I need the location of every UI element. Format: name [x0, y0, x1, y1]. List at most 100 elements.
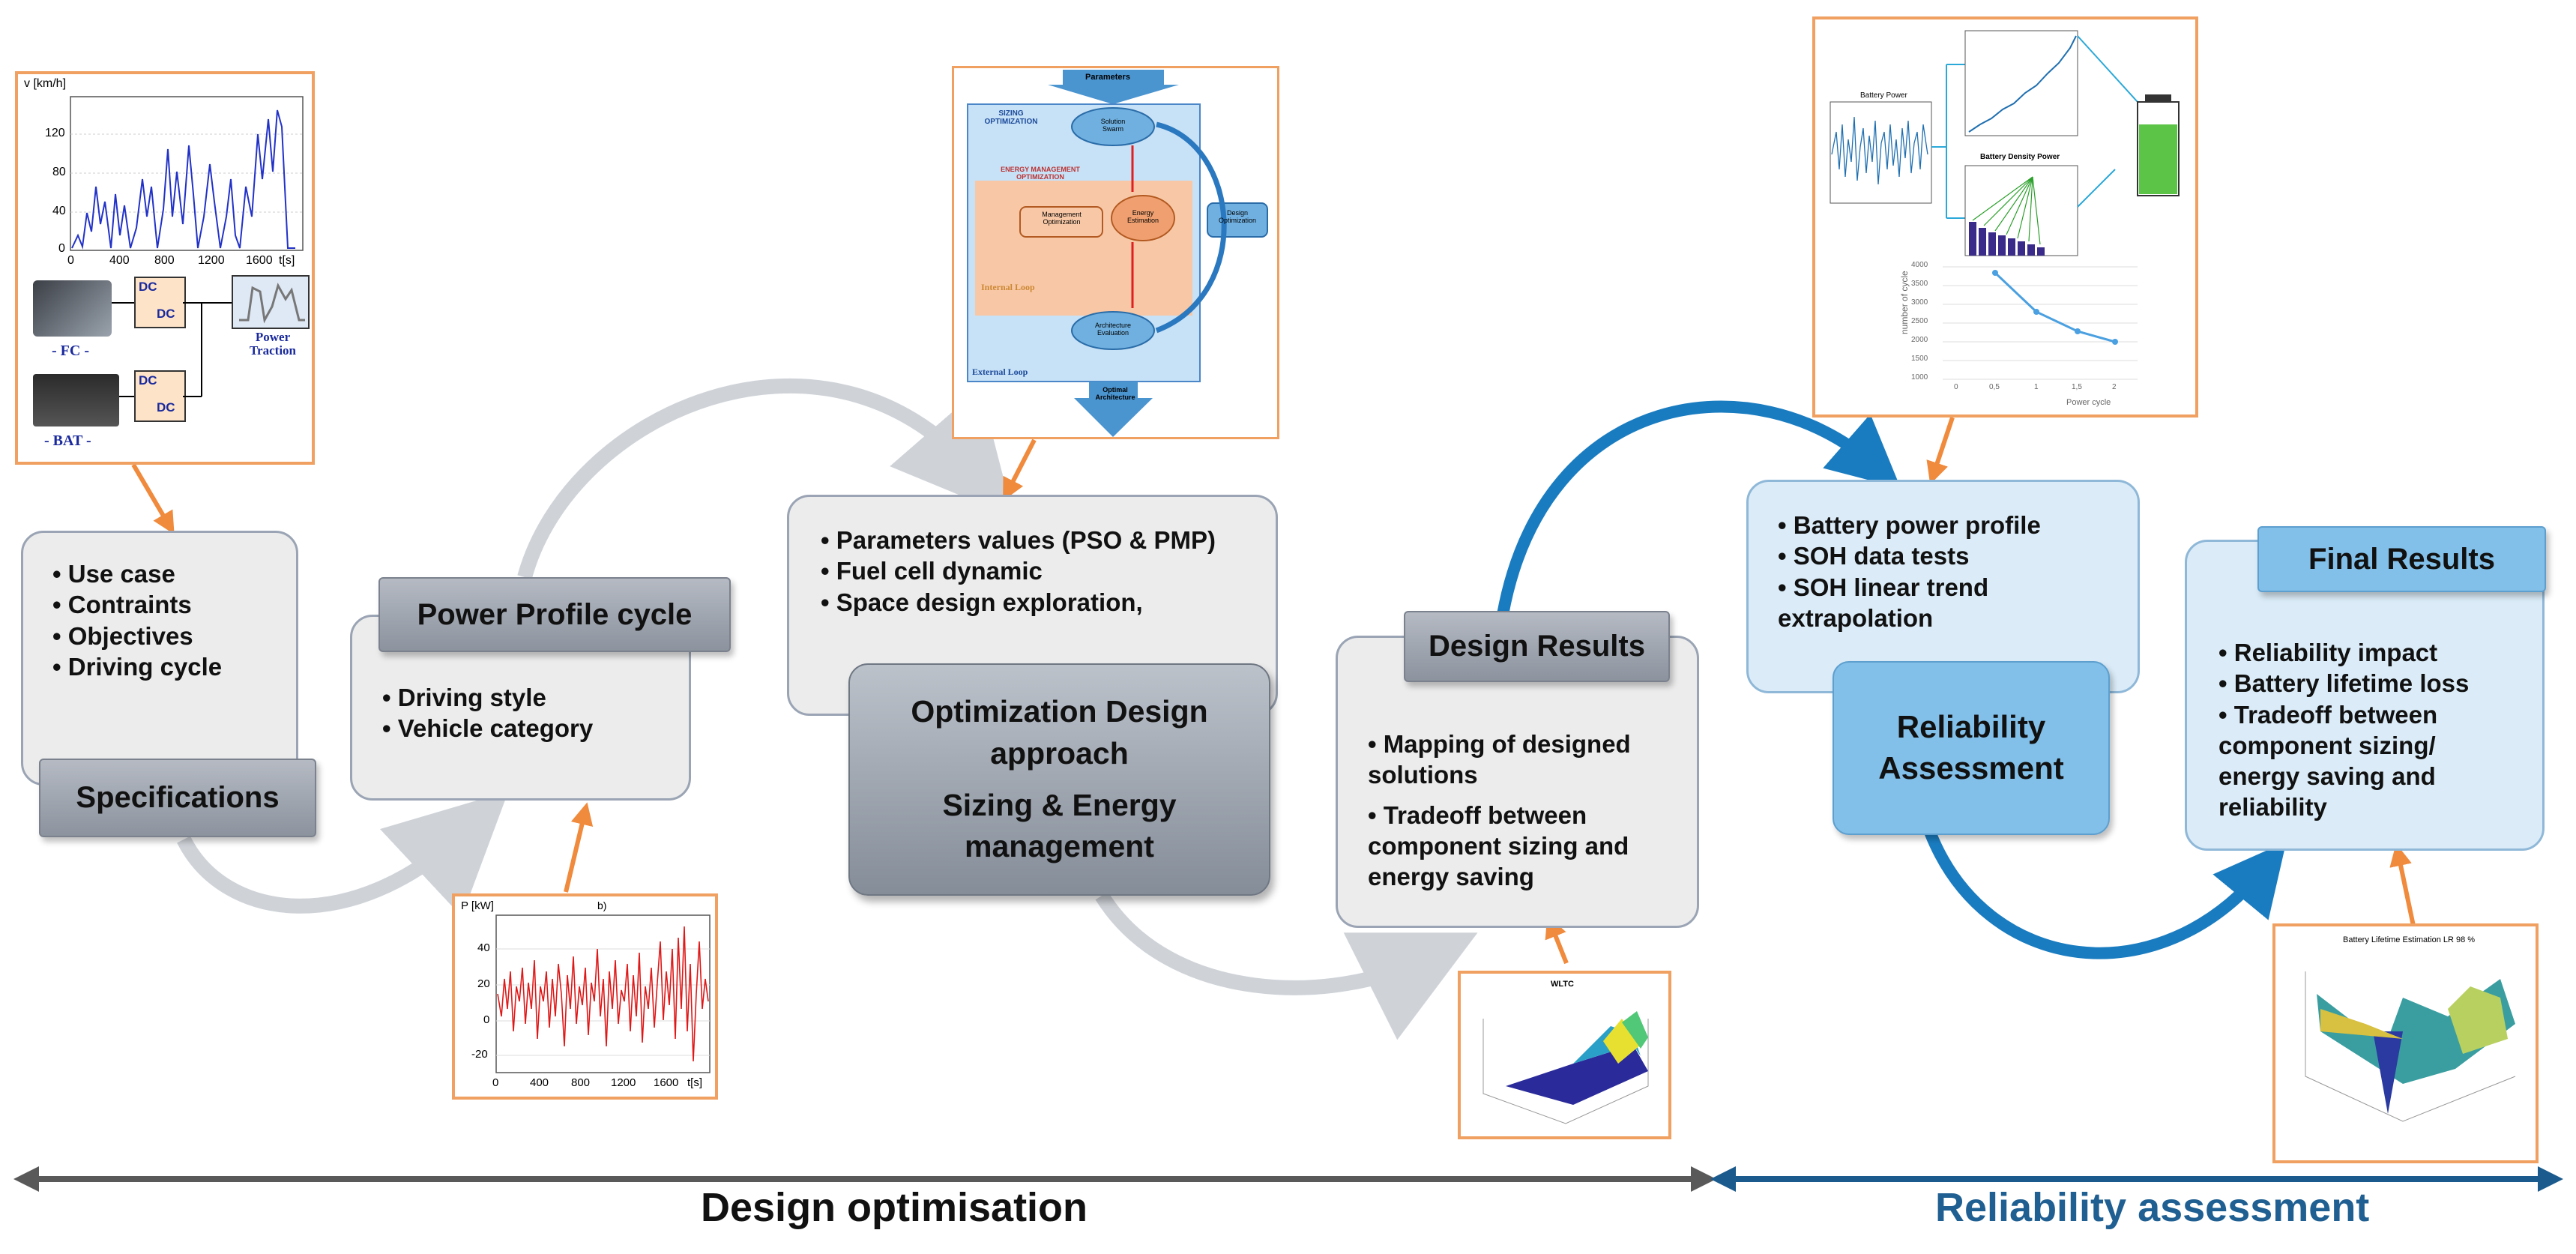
- power-tick-x: 1200: [611, 1076, 636, 1089]
- optimization-loop-diagram: [967, 70, 1268, 437]
- final-item: • Tradeoff between component sizing/ ene…: [2218, 700, 2438, 822]
- specifications-card: [21, 531, 298, 786]
- blue-arrow-reliability-to-final: [1924, 830, 2287, 959]
- orange-connector-final: [2389, 843, 2416, 926]
- optimization-title: Optimization Design approach Sizing & En…: [848, 663, 1270, 896]
- powertrain-wires: [112, 302, 232, 397]
- reliability-assessment-label: Reliability assessment: [1935, 1185, 2370, 1230]
- opt-item: • Parameters values (PSO & PMP): [821, 526, 1216, 554]
- gray-arrow-spec-to-power: [177, 791, 509, 917]
- spec-item: • Contraints: [52, 591, 192, 619]
- opt-item: • Space design exploration,: [821, 588, 1143, 616]
- fuel-cell-image: [33, 280, 112, 337]
- wltc-title: WLTC: [1551, 980, 1574, 989]
- orange-connector-opt: [1003, 438, 1037, 501]
- opt-ems: ENERGY MANAGEMENT OPTIMIZATION: [1001, 166, 1080, 181]
- opt-external: External Loop: [972, 367, 1028, 377]
- reliability-axis-left-head: [1710, 1166, 1736, 1192]
- specifications-title: Specifications: [39, 759, 316, 837]
- power-tick-y: -20: [471, 1048, 488, 1061]
- design-results-title: Design Results: [1404, 611, 1670, 682]
- spec-item: • Objectives: [52, 621, 193, 650]
- power-traction-box: [232, 275, 310, 329]
- power-item: • Driving style: [382, 684, 546, 711]
- orange-connector-results: [1545, 915, 1569, 965]
- final-item: • Battery lifetime loss: [2218, 669, 2470, 698]
- spec-item: • Driving cycle: [52, 652, 223, 681]
- fc-label: - FC -: [52, 343, 89, 359]
- speed-profile-thumbnail: v [km/h] 120 80 40 0 0 400 800 1200 1600…: [15, 71, 315, 465]
- final-results-list: • Reliability impact • Battery lifetime …: [2218, 637, 2518, 823]
- rel-power-cycle: Power cycle: [2066, 398, 2111, 407]
- rel-y-tick: 1000: [1911, 373, 1928, 382]
- final-item: • Reliability impact: [2218, 639, 2438, 666]
- speed-chart: [70, 96, 304, 251]
- power-traction-label: Power Traction: [249, 330, 296, 358]
- final-thumb-title: Battery Lifetime Estimation LR 98 %: [2343, 935, 2476, 944]
- speed-tick-x: 800: [154, 254, 175, 267]
- speed-tick-x: t[s]: [279, 254, 295, 267]
- rel-item: • SOH linear trend extrapolation: [1778, 573, 1989, 632]
- speed-tick-y: 0: [58, 242, 65, 255]
- rel-battery-power: Battery Power: [1860, 91, 1907, 100]
- opt-arch: Architecture Evaluation: [1094, 322, 1132, 337]
- speed-tick-y: 80: [52, 166, 66, 178]
- reliability-card: [1746, 480, 2140, 693]
- dcdc-converter-top: DC DC: [134, 277, 186, 328]
- power-tick-y: 40: [477, 941, 490, 954]
- speed-axis-label: v [km/h]: [24, 77, 67, 90]
- blue-arrow-results-to-reliability: [1497, 400, 1901, 616]
- power-tick-y: 0: [483, 1013, 490, 1026]
- design-axis-right-head: [1691, 1166, 1716, 1192]
- rel-x-tick: 1: [2034, 383, 2039, 391]
- speed-tick-x: 1600: [246, 254, 273, 267]
- design-results-card: [1336, 636, 1699, 928]
- opt-energy: Energy Estimation: [1126, 209, 1159, 224]
- final-results-title: Final Results: [2257, 526, 2546, 592]
- rel-item: • Battery power profile: [1778, 511, 2041, 539]
- lifetime-surface-thumbnail: Battery Lifetime Estimation LR 98 %: [2272, 923, 2539, 1163]
- orange-connector-reliability: [1926, 417, 1955, 485]
- design-item: • Mapping of designed solutions: [1368, 730, 1631, 789]
- speed-tick-x: 0: [67, 254, 74, 267]
- gray-arrow-power-to-opt: [517, 378, 1014, 579]
- power-tick-x: 0: [492, 1076, 499, 1089]
- rel-y-tick: 2000: [1911, 336, 1928, 344]
- opt-internal: Internal Loop: [981, 282, 1035, 292]
- power-item: • Vehicle category: [382, 714, 594, 743]
- rel-x-tick: 1,5: [2072, 383, 2082, 391]
- bat-label: - BAT -: [44, 432, 91, 449]
- opt-optimal: Optimal Architecture: [1095, 386, 1135, 401]
- rel-y-tick: 2500: [1911, 317, 1928, 325]
- rel-x-tick: 0,5: [1989, 383, 2000, 391]
- power-tick-y: 20: [477, 977, 490, 990]
- rel-y-tick: 3500: [1911, 280, 1928, 288]
- optimization-list: • Parameters values (PSO & PMP) • Fuel c…: [821, 525, 1216, 618]
- orange-connector-power: [564, 802, 594, 893]
- rel-x-tick: 2: [2112, 383, 2117, 391]
- rel-cycles-axis: number of cycle: [1899, 271, 1910, 334]
- opt-solution: Solution Swarm: [1100, 118, 1126, 133]
- optimization-loop-thumbnail: Parameters SIZING OPTIMIZATION Solution …: [952, 66, 1279, 439]
- power-tick-x: t[s]: [687, 1076, 703, 1089]
- power-tick-x: 1600: [654, 1076, 679, 1089]
- power-profile-title: Power Profile cycle: [378, 577, 731, 652]
- reliability-list: • Battery power profile • SOH data tests…: [1778, 510, 2123, 633]
- reliability-thumbnail: Battery Power Battery Density Power numb…: [1812, 16, 2198, 418]
- battery-image: [33, 374, 119, 426]
- speed-tick-x: 1200: [198, 254, 225, 267]
- wltc-surface-thumbnail: WLTC: [1458, 971, 1671, 1139]
- design-optimisation-label: Design optimisation: [701, 1185, 1088, 1230]
- rel-y-tick: 1500: [1911, 355, 1928, 363]
- design-item: • Tradeoff between component sizing and …: [1368, 801, 1629, 891]
- design-axis-left-head: [13, 1166, 39, 1192]
- orange-connector-spec: [131, 463, 175, 534]
- dcdc-converter-bottom: DC DC: [134, 370, 186, 422]
- gray-arrow-opt-to-results: [1095, 891, 1478, 1040]
- opt-sizing: SIZING OPTIMIZATION: [984, 109, 1038, 126]
- opt-parameters: Parameters: [1085, 73, 1130, 82]
- opt-mgmt: Management Optimization: [1042, 211, 1082, 226]
- design-results-list: • Mapping of designed solutions • Tradeo…: [1368, 729, 1683, 892]
- rel-y-tick: 3000: [1911, 298, 1928, 307]
